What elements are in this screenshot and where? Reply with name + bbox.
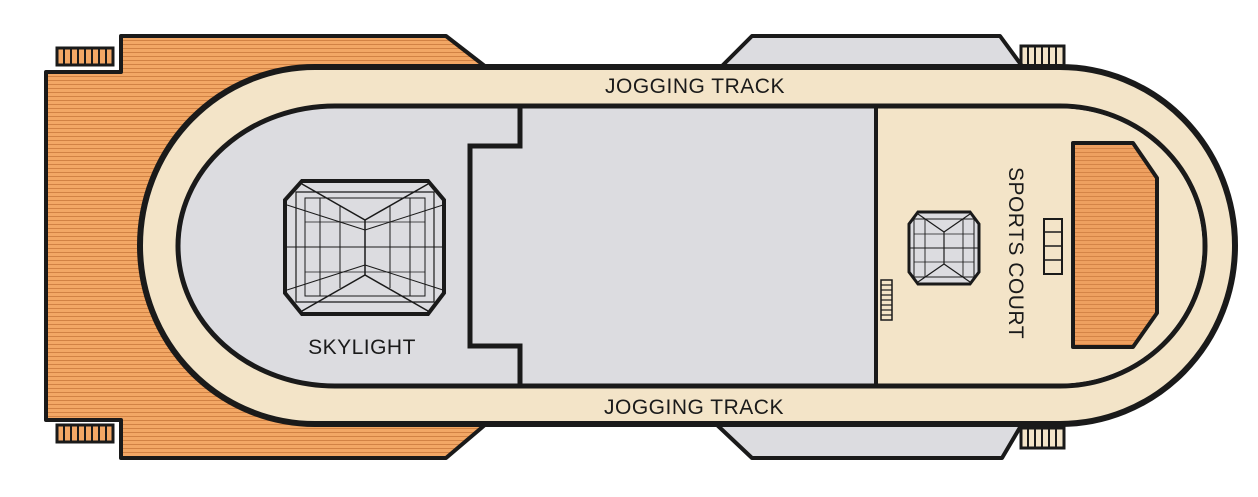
side-platform-top	[720, 34, 1024, 68]
label-jogging-track-top: JOGGING TRACK	[605, 75, 785, 98]
vent-small-right	[1043, 218, 1063, 275]
skylight	[283, 179, 446, 316]
label-sports-court: SPORTS COURT	[1004, 167, 1027, 339]
stairs-bottom-right	[1019, 426, 1066, 450]
label-skylight: SKYLIGHT	[308, 336, 416, 359]
stairs-bottom-left	[55, 423, 115, 444]
side-platform-bottom	[714, 422, 1024, 460]
sports-court	[1071, 141, 1159, 349]
stairs-top-left	[55, 46, 115, 67]
label-jogging-track-bottom: JOGGING TRACK	[604, 396, 784, 419]
vent-small-left	[880, 279, 893, 321]
stairs-top-right	[1019, 44, 1066, 68]
skylight-small	[907, 210, 981, 286]
central-structure	[467, 108, 523, 386]
